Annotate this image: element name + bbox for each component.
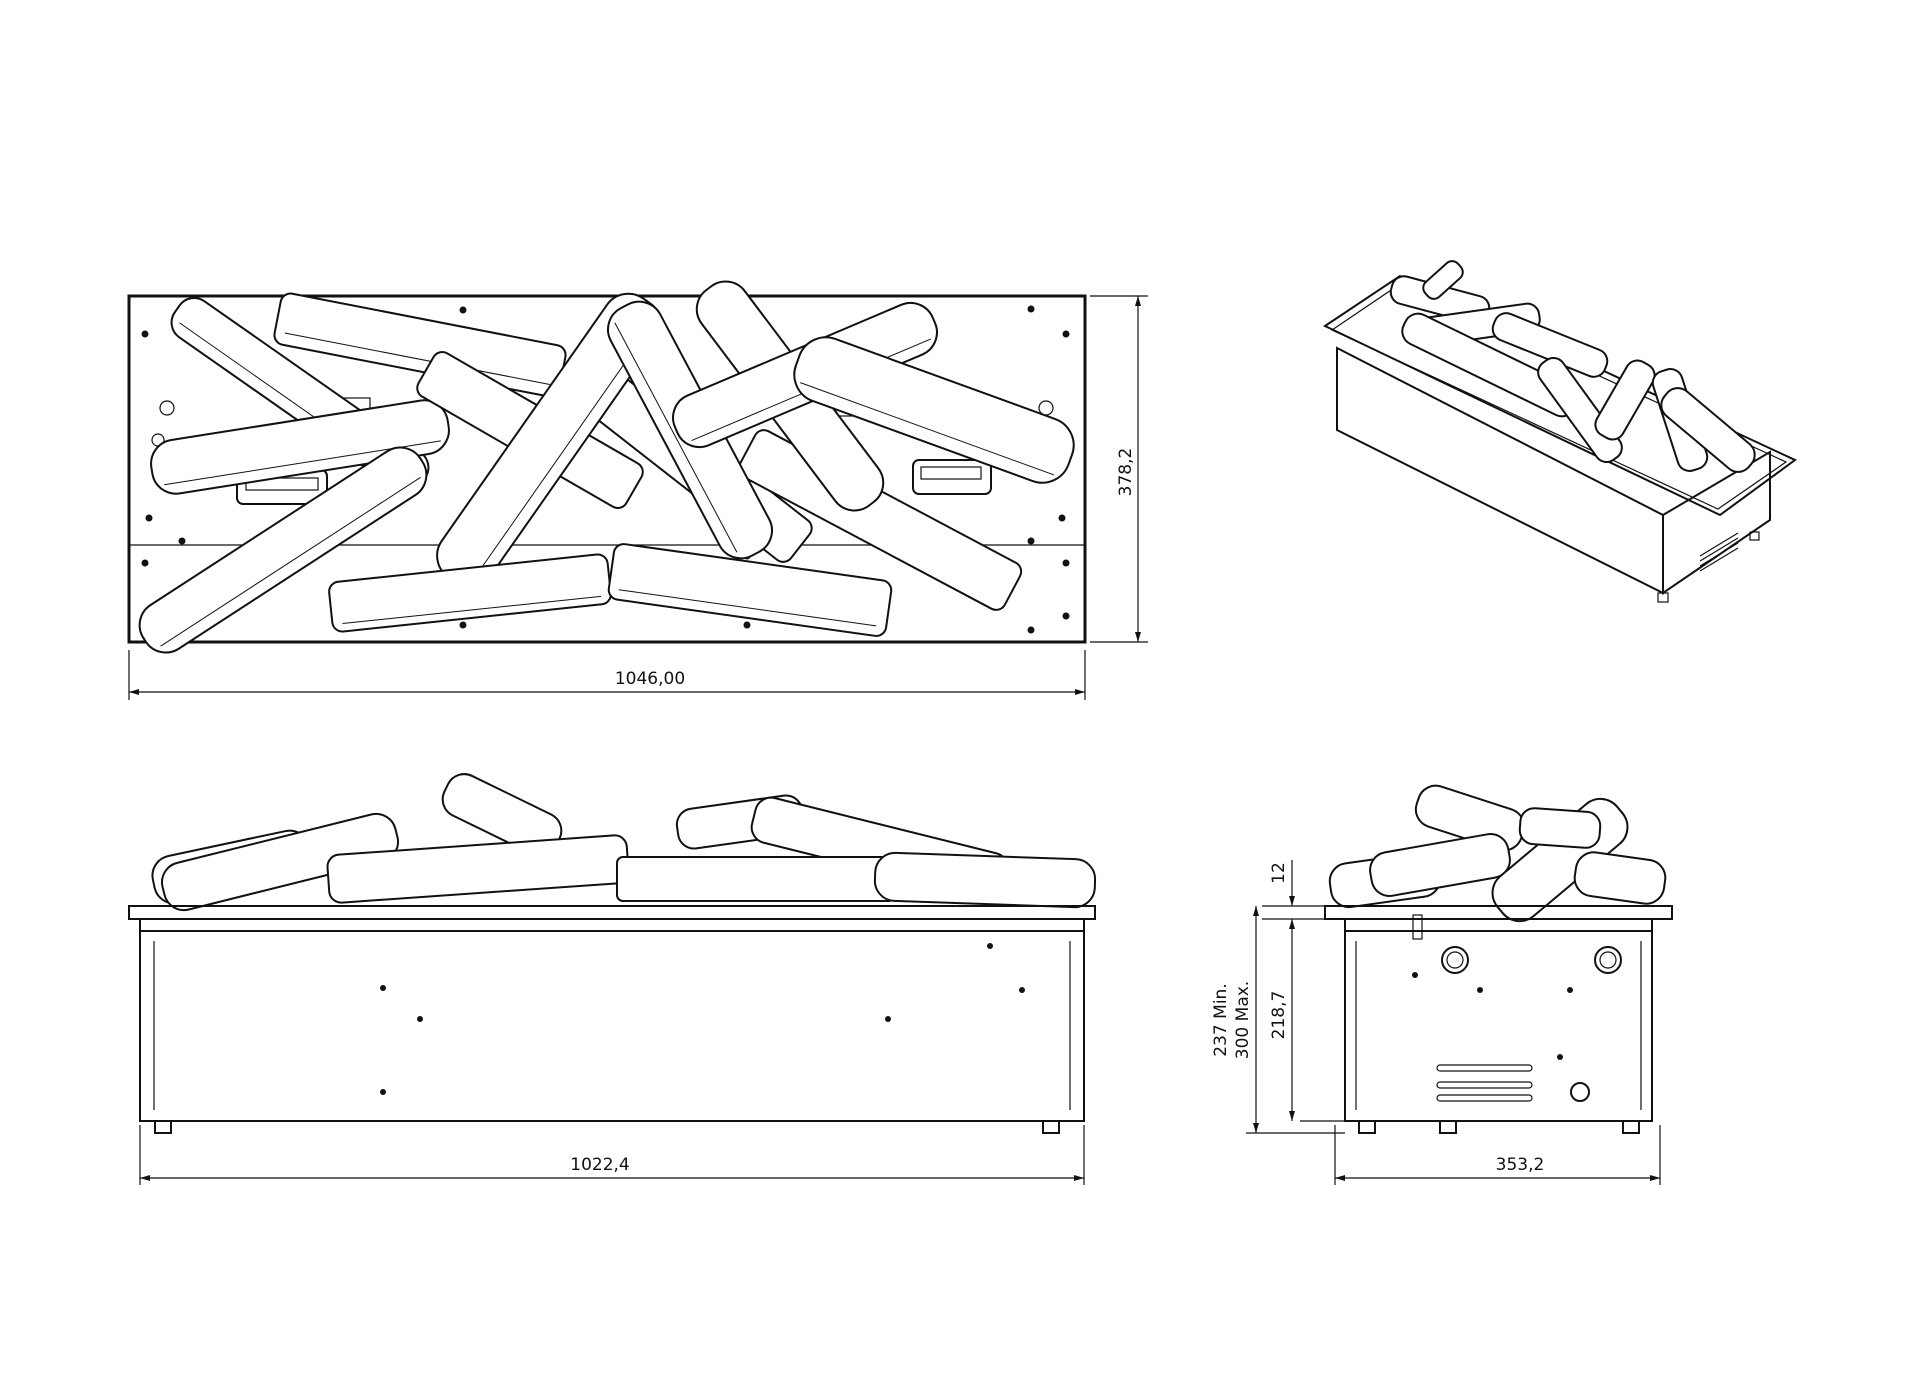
front-view-logs [151,773,1097,912]
body-height-dimension: 218,7 [1269,991,1289,1040]
top-view-logs [138,280,1075,654]
isometric-view [1322,260,1797,603]
iso-logs [1389,260,1756,473]
top-width-dimension: 1046,00 [615,669,685,689]
max-height-dimension: 300 Max. [1233,981,1253,1059]
control-panel-slots [1436,1064,1533,1102]
side-view-logs [1328,784,1667,923]
power-knob-icon [1570,1082,1590,1102]
side-view-screws [1412,972,1573,1060]
front-view-screws [380,943,1025,1095]
lip-dimension: 12 [1269,862,1289,884]
front-width-dimension: 1022,4 [570,1155,629,1175]
top-depth-dimension: 378,2 [1116,448,1136,497]
iso-vent [1699,532,1739,572]
front-view: 1022,4 [128,773,1097,1185]
min-height-dimension: 237 Min. [1211,983,1231,1056]
side-width-dimension: 353,2 [1496,1155,1545,1175]
side-view: 353,2 12 218,7 300 Max. 237 Min. [1211,784,1673,1185]
top-view: 1046,00 378,2 [127,280,1148,700]
